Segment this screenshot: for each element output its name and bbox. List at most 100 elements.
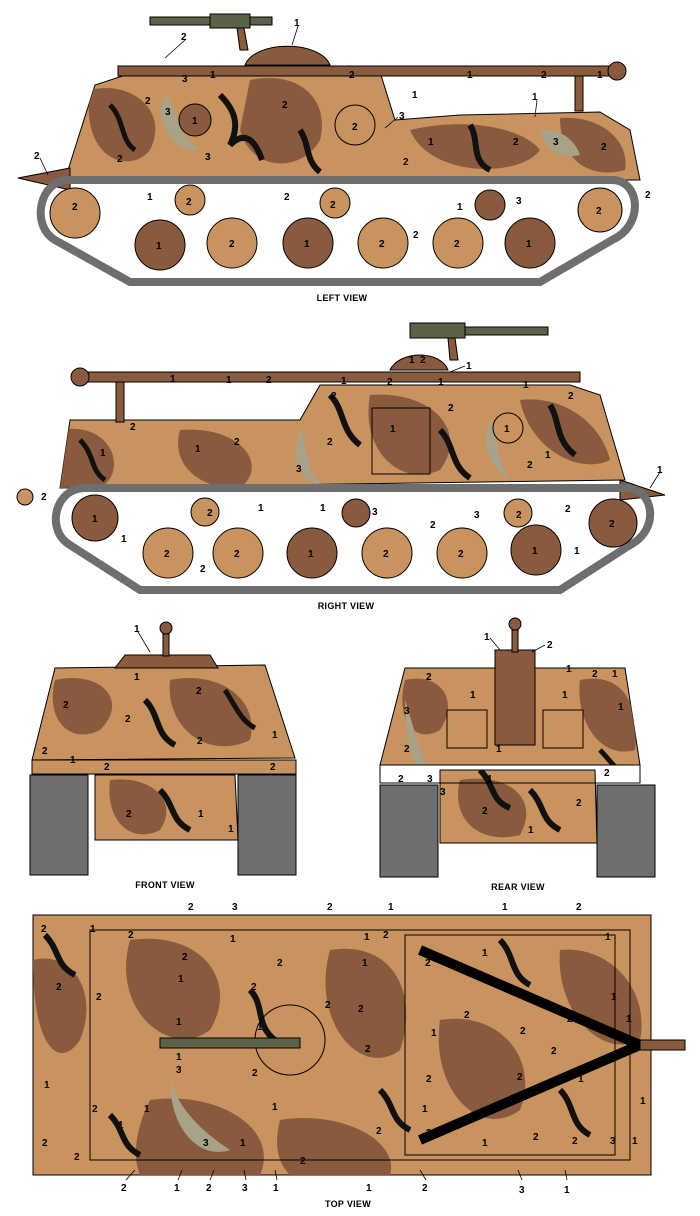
callout-number: 1 <box>482 948 488 959</box>
callout-number: 1 <box>611 992 617 1003</box>
left-patch-3 <box>160 95 200 151</box>
callout-number: 1 <box>523 380 529 391</box>
callout-number: 1 <box>308 549 314 560</box>
callout-number: 2 <box>398 774 404 785</box>
callout-number: 3 <box>372 507 378 518</box>
callout-number: 2 <box>454 239 460 250</box>
right-squiggle <box>437 427 472 481</box>
callout-number: 1 <box>487 774 493 785</box>
callout-number: 1 <box>156 241 162 252</box>
right-gun-travel-bar <box>79 371 581 383</box>
callout-number: 1 <box>562 690 568 701</box>
callout-number: 2 <box>300 1156 306 1167</box>
callout-number: 2 <box>379 239 385 250</box>
top-engine-deck <box>404 934 616 1156</box>
callout-number: 1 <box>230 934 236 945</box>
callout-number: 1 <box>545 450 551 461</box>
rear-patch <box>579 678 636 752</box>
callout-number: 2 <box>327 902 333 913</box>
callout-number: 2 <box>331 391 337 402</box>
callout-number: 1 <box>390 424 396 435</box>
right-patch <box>178 429 252 488</box>
callout-number: 1 <box>44 1080 50 1091</box>
callout-number: 2 <box>42 1138 48 1149</box>
callout-number: 2 <box>277 958 283 969</box>
callout-number: 1 <box>134 624 140 635</box>
callout-number: 1 <box>258 503 264 514</box>
right-hull-hatch <box>371 407 431 475</box>
callout-number: 2 <box>533 1132 539 1143</box>
callout-number: 1 <box>457 202 463 213</box>
callout-number: 2 <box>197 736 203 747</box>
right-road-wheels <box>71 494 638 579</box>
top-squiggle <box>247 987 277 1043</box>
callout-number: 2 <box>130 422 136 433</box>
top-squiggle <box>497 937 532 988</box>
right-turret-dome <box>389 354 449 371</box>
callout-number: 1 <box>170 374 176 385</box>
rear-gun-stem <box>511 629 519 653</box>
callout-number: 1 <box>467 70 473 81</box>
front-view: FRONT VIEW <box>29 621 297 890</box>
rear-patch <box>458 778 527 838</box>
callout-number: 2 <box>270 762 276 773</box>
front-fender-line <box>31 759 297 775</box>
callout-number: 2 <box>282 100 288 111</box>
callout-number: 2 <box>42 746 48 757</box>
left-patch <box>560 117 626 173</box>
right-patch <box>520 399 610 465</box>
right-view: RIGHT VIEW <box>16 322 666 611</box>
right-travel-strut <box>115 381 125 423</box>
callout-number: 2 <box>284 192 290 203</box>
callout-number: 3 <box>404 706 410 717</box>
left-squiggle <box>467 123 492 173</box>
callout-number: 1 <box>341 376 347 387</box>
callout-number: 1 <box>228 824 234 835</box>
callout-number: 1 <box>272 1102 278 1113</box>
callout-number: 2 <box>404 744 410 755</box>
right-patch-3 <box>296 430 320 485</box>
callout-number: 2 <box>128 930 134 941</box>
callout-number: 1 <box>100 448 106 459</box>
callout-number: 2 <box>383 549 389 560</box>
callout-number: 3 <box>399 111 405 122</box>
right-gun-mantlet <box>409 322 466 339</box>
callout-number: 2 <box>516 510 522 521</box>
callout-number: 1 <box>532 92 538 103</box>
callout-number: 1 <box>70 755 76 766</box>
callout-number: 1 <box>438 377 444 388</box>
callout-number: 2 <box>482 806 488 817</box>
left-view: LEFT VIEW <box>17 13 641 303</box>
callout-number: 1 <box>195 444 201 455</box>
callout-number: 2 <box>96 992 102 1003</box>
callout-number: 2 <box>72 202 78 213</box>
left-patch-3 <box>540 129 580 157</box>
right-view-caption: RIGHT VIEW <box>318 601 375 611</box>
rear-gun-muzzle <box>508 617 522 631</box>
front-view-caption: FRONT VIEW <box>135 880 195 890</box>
front-patch <box>109 779 167 835</box>
callout-labels: 1 2 3 1 2 1 2 1 1 3 2 3 1 2 2 1 1 2 3 2 … <box>34 18 663 1196</box>
callout-number: 1 <box>198 809 204 820</box>
left-squiggle <box>217 92 265 162</box>
callout-number: 2 <box>181 32 187 43</box>
callout-number: 3 <box>474 510 480 521</box>
callout-number: 2 <box>182 952 188 963</box>
left-squiggle <box>108 103 137 153</box>
callout-number: 2 <box>426 1074 432 1085</box>
callout-number: 1 <box>118 1120 124 1131</box>
callout-number: 1 <box>147 192 153 203</box>
callout-number: 1 <box>226 375 232 386</box>
callout-number: 2 <box>266 375 272 386</box>
left-squiggle <box>297 128 323 175</box>
callout-number: 2 <box>358 1004 364 1015</box>
callout-number: 1 <box>578 1074 584 1085</box>
top-patch <box>126 938 221 1039</box>
callout-number: 2 <box>565 504 571 515</box>
front-gun-stem <box>162 633 170 657</box>
callout-number: 1 <box>240 1138 246 1149</box>
callout-number: 3 <box>553 137 559 148</box>
callout-number: 1 <box>484 632 490 643</box>
callout-number: 1 <box>409 355 415 366</box>
